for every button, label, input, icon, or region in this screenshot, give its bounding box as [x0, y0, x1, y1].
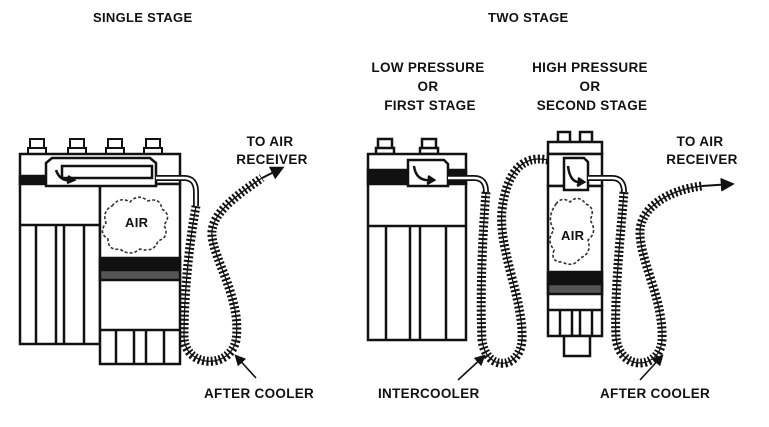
high-pressure-line1: HIGH PRESSURE — [532, 60, 648, 75]
single-air-cloud: AIR — [101, 196, 169, 254]
low-pressure-label: LOW PRESSURE OR FIRST STAGE — [371, 60, 488, 113]
high-air-label: AIR — [561, 228, 585, 243]
two-receiver-label: TO AIR RECEIVER — [666, 134, 737, 167]
intercooler-pointer — [457, 354, 486, 381]
high-pressure-label: HIGH PRESSURE OR SECOND STAGE — [532, 60, 652, 113]
low-pressure-line3: FIRST STAGE — [384, 98, 476, 113]
high-pressure-line3: SECOND STAGE — [537, 98, 648, 113]
single-valve-passage — [44, 156, 158, 188]
high-air-cloud: AIR — [549, 197, 595, 266]
single-receiver-line2: RECEIVER — [236, 152, 307, 167]
intercooler-coil — [476, 154, 549, 368]
single-after-cooler-pointer — [234, 354, 257, 379]
low-pressure-line1: LOW PRESSURE — [371, 60, 484, 75]
cylinder-head-bolts — [27, 138, 163, 155]
high-valve-passage — [562, 156, 590, 192]
single-stage-title: SINGLE STAGE — [93, 10, 192, 25]
two-receiver-line1: TO AIR — [677, 134, 724, 149]
single-air-label: AIR — [125, 215, 149, 230]
two-after-cooler-label: AFTER COOLER — [600, 386, 710, 401]
two-receiver-line2: RECEIVER — [666, 152, 737, 167]
two-after-cooler-pointer — [639, 354, 664, 381]
single-after-cooler-label: AFTER COOLER — [204, 386, 314, 401]
single-receiver-label: TO AIR RECEIVER — [236, 134, 307, 167]
single-stage-group: SINGLE STAGE — [18, 10, 314, 401]
high-pressure-line2: OR — [580, 79, 601, 94]
low-pressure-line2: OR — [418, 79, 439, 94]
low-valve-passage — [406, 158, 450, 188]
two-to-receiver-arrow — [701, 177, 735, 192]
intercooler-label: INTERCOOLER — [378, 386, 480, 401]
two-after-cooler-coil — [611, 181, 703, 368]
single-to-receiver-arrow — [261, 166, 285, 180]
two-stage-group: TWO STAGE LOW PRESSURE OR FIRST STAGE HI… — [366, 10, 737, 401]
single-receiver-line1: TO AIR — [247, 134, 294, 149]
two-stage-title: TWO STAGE — [488, 10, 568, 25]
